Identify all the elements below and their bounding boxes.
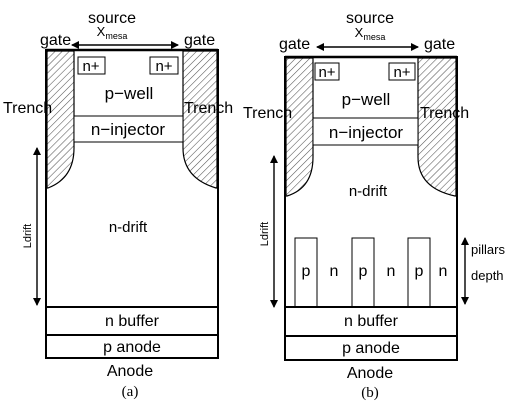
ninjector-label: n−injector	[91, 120, 166, 139]
pillar-label: n	[330, 263, 339, 280]
ndrift-label: n-drift	[349, 183, 388, 200]
nplus-right-region	[149, 56, 179, 75]
ldrift-label: Ldrift	[259, 222, 271, 246]
anode-label: Anode	[347, 365, 393, 382]
gate-right-label: gate	[184, 32, 215, 49]
pwell-label: p−well	[105, 84, 154, 103]
pwell-label: p−well	[342, 90, 391, 109]
caption-a: (a)	[122, 384, 139, 400]
panode-label: p anode	[103, 339, 161, 356]
trench-right	[417, 57, 457, 197]
pillar-label: p	[359, 263, 368, 280]
xmesa-subscript: mesa	[363, 32, 385, 42]
trench-left	[46, 50, 75, 189]
ninjector-region	[312, 117, 419, 146]
nbuffer-label: n buffer	[344, 313, 399, 330]
nplus-right-region	[388, 62, 416, 81]
panel-b: source Xmesa gate gate n+ n+ p−well n−in…	[243, 10, 505, 401]
pillar-label: n	[387, 263, 396, 280]
xmesa-base: X	[355, 25, 364, 40]
xmesa-base: X	[97, 24, 106, 39]
trench-left-label: Trench	[243, 105, 292, 122]
ndrift-label: n-drift	[109, 219, 148, 236]
xmesa-label: Xmesa	[97, 24, 128, 41]
pillars-depth-label-1: pillars	[471, 242, 505, 257]
xmesa-subscript: mesa	[105, 31, 127, 41]
nplus-left-label: n+	[82, 58, 99, 75]
ninjector-label: n−injector	[329, 123, 404, 142]
anode-label: Anode	[107, 363, 153, 380]
nplus-left-region	[314, 62, 340, 81]
gate-left-label: gate	[40, 32, 71, 49]
source-label: source	[346, 10, 394, 27]
panel-a: source Xmesa gate gate n+ n+ p−well n−in…	[3, 10, 233, 400]
nplus-right-label: n+	[155, 58, 172, 75]
source-label: source	[88, 10, 136, 27]
trench-right	[182, 50, 218, 189]
pillars-depth-label-2: depth	[471, 268, 504, 283]
ldrift-label: Ldrift	[22, 224, 34, 248]
nplus-left-region	[77, 56, 106, 75]
gate-right-label: gate	[424, 36, 455, 53]
trench-left-label: Trench	[3, 100, 52, 117]
caption-b: (b)	[361, 385, 379, 401]
pillar-label: p	[415, 263, 424, 280]
nbuffer-label: n buffer	[105, 313, 160, 330]
nplus-right-label: n+	[393, 64, 410, 81]
gate-left-label: gate	[279, 36, 310, 53]
xmesa-label: Xmesa	[355, 25, 386, 42]
pillar-label: p	[302, 263, 311, 280]
trench-left	[285, 57, 314, 197]
nplus-left-label: n+	[318, 64, 335, 81]
panode-label: p anode	[342, 340, 400, 357]
pillar-label: n	[439, 263, 448, 280]
trench-right-label: Trench	[420, 105, 469, 122]
ninjector-region	[73, 115, 184, 143]
trench-right-label: Trench	[184, 100, 233, 117]
